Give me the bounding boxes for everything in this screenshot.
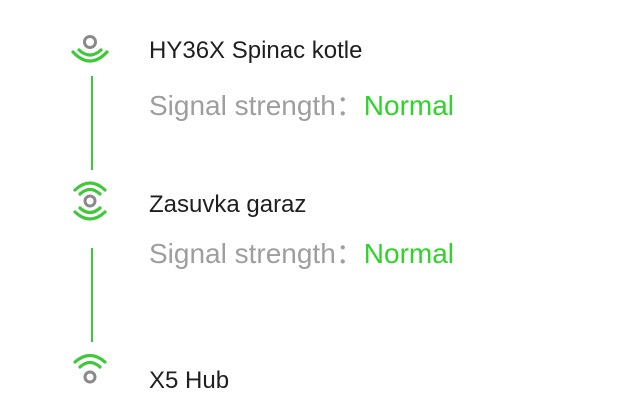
signal-waves-down-icon xyxy=(68,26,112,70)
signal-strength-row: Signal strength：Normal xyxy=(149,84,454,124)
signal-strength-row: Signal strength：Normal xyxy=(149,232,454,272)
signal-strength-label: Signal strength： xyxy=(149,238,364,269)
signal-strength-value: Normal xyxy=(363,238,455,269)
device-name: Zasuvka garaz xyxy=(149,191,307,218)
device-node-zasuvka[interactable]: Zasuvka garaz Signal strength：Normal xyxy=(0,170,636,330)
connector-line-2 xyxy=(91,248,93,342)
device-node-x5-hub[interactable]: X5 Hub xyxy=(0,340,636,416)
signal-waves-both-icon xyxy=(68,178,112,222)
signal-strength-label: Signal strength： xyxy=(149,90,364,121)
device-name: X5 Hub xyxy=(149,367,230,394)
device-name: HY36X Spinac kotle xyxy=(149,37,363,64)
signal-waves-up-icon xyxy=(68,348,112,392)
signal-strength-value: Normal xyxy=(363,90,455,121)
device-node-hy36x[interactable]: HY36X Spinac kotle Signal strength：Norma… xyxy=(0,0,636,160)
connector-line-1 xyxy=(91,76,93,170)
